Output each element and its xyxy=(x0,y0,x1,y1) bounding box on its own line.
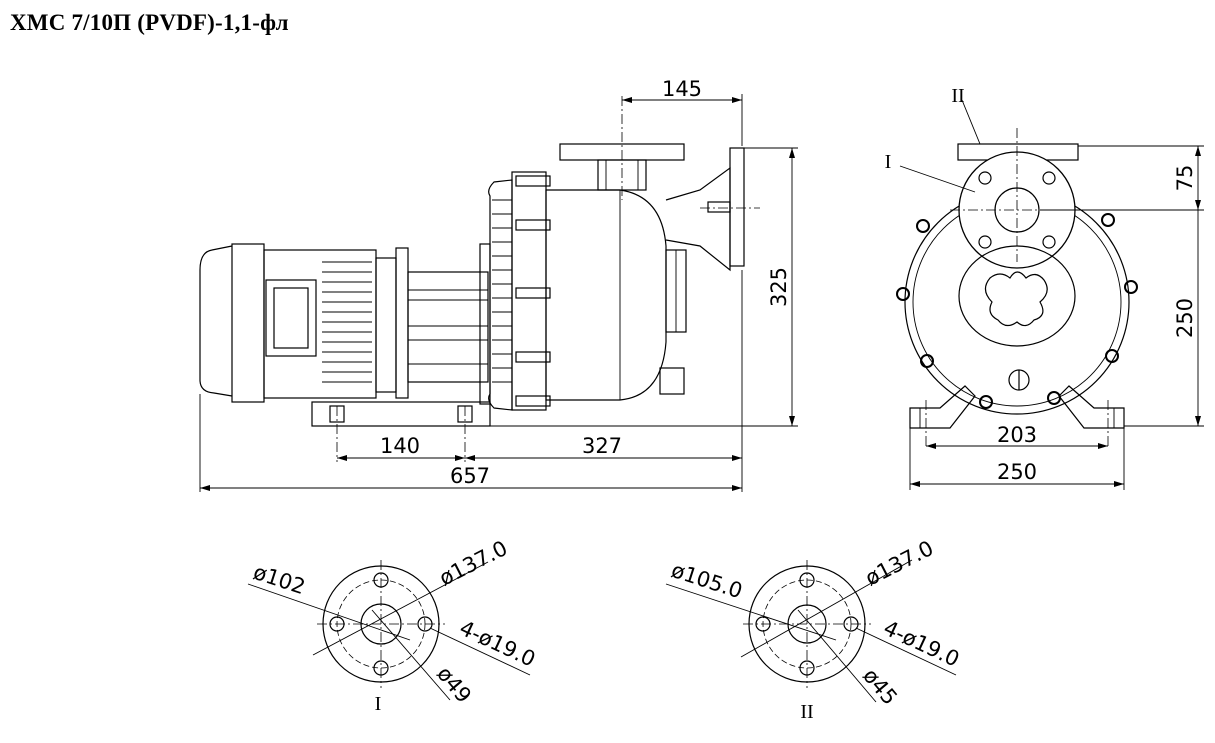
flange-2-label: II xyxy=(800,701,813,723)
flange-2-holes-label: 4-ø19.0 xyxy=(880,616,963,672)
front-dim-250-vertical: 250 xyxy=(1173,298,1197,338)
front-foot-left xyxy=(909,385,976,429)
front-foot-right xyxy=(1058,385,1125,429)
ribbed-adapter xyxy=(488,179,513,411)
front-dim-75: 75 xyxy=(1173,165,1197,192)
dim-325: 325 xyxy=(767,267,791,307)
front-dim-203: 203 xyxy=(997,423,1037,447)
motor-fins xyxy=(322,261,372,383)
flange-1-bore-label: ø49 xyxy=(432,662,476,708)
flange-1-outer-label: ø137.0 xyxy=(435,536,511,591)
pump-flange xyxy=(511,171,547,411)
front-view-dimensions: 75 250 203 250 xyxy=(909,145,1204,490)
dim-327: 327 xyxy=(582,434,622,458)
adapter-ribs xyxy=(492,199,512,383)
inlet-flange xyxy=(729,147,745,267)
flange-2-pcd-label: ø105.0 xyxy=(668,558,745,603)
flange-detail-2: ø105.0 ø137.0 4-ø19.0 ø45 II xyxy=(665,536,963,723)
flange-1-pcd-label: ø102 xyxy=(250,560,308,599)
motor-end-cap xyxy=(231,243,265,403)
flange-1-label: I xyxy=(375,693,382,715)
flange-1-holes-label: 4-ø19.0 xyxy=(456,616,539,672)
terminal-box xyxy=(265,279,317,357)
flange-2-bore-label: ø45 xyxy=(858,664,902,710)
drawing-title: ХМС 7/10П (PVDF)-1,1-фл xyxy=(10,10,289,35)
side-view-pump xyxy=(199,96,760,462)
front-dim-250-horizontal: 250 xyxy=(997,460,1037,484)
dim-657: 657 xyxy=(450,464,490,488)
front-view-pump: I II xyxy=(885,85,1138,446)
terminal-box-cover xyxy=(273,287,309,349)
dim-145: 145 xyxy=(662,77,702,101)
front-label-flange-1: I xyxy=(885,151,892,173)
impeller-outline xyxy=(984,271,1048,327)
side-view-dimensions: 145 325 140 327 657 xyxy=(199,77,798,492)
flange-2-outer-label: ø137.0 xyxy=(861,536,937,591)
motor-flange xyxy=(375,257,397,393)
base-plate xyxy=(311,401,491,427)
dim-140: 140 xyxy=(380,434,420,458)
flange-detail-1: ø102 ø137.0 4-ø19.0 ø49 I xyxy=(247,536,539,715)
bracket xyxy=(407,271,489,383)
front-label-flange-2: II xyxy=(951,85,964,107)
motor-fan-cover xyxy=(199,245,233,397)
drain-plug xyxy=(659,367,685,395)
pump-casing xyxy=(545,189,667,401)
motor-flange-rim xyxy=(395,247,409,399)
